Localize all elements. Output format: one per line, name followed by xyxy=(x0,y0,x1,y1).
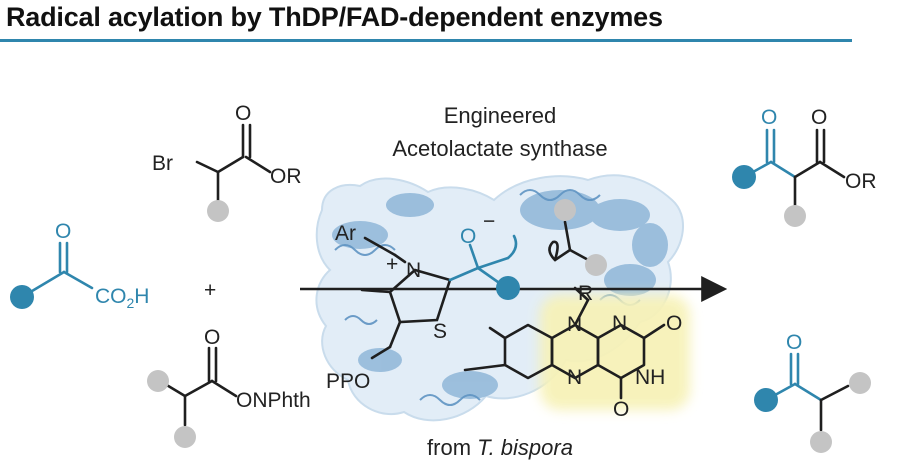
ketoester-alkyl-substituent xyxy=(784,205,806,227)
acyl-substituent xyxy=(496,276,520,300)
ketoester-acyl-substituent xyxy=(732,165,756,189)
fad-n5: N xyxy=(567,366,582,389)
radical-substituent-1 xyxy=(554,199,576,221)
fad-carbonyl-o1: O xyxy=(666,312,682,335)
bromoester-carbonyl-o: O xyxy=(235,102,251,125)
thdp-pyrophosphate: PPO xyxy=(326,370,370,393)
ketoacid-acid: CO2H xyxy=(95,285,149,311)
thdp-cation: + xyxy=(386,253,398,276)
ketoester-ester-o: O xyxy=(811,106,827,129)
substrate-bromoester xyxy=(195,123,272,202)
fad-r-group: R xyxy=(578,282,593,305)
fad-isoalloxazine xyxy=(463,286,666,400)
ketoacid-substituent xyxy=(10,285,34,309)
thdp-aryl: Ar xyxy=(335,222,356,245)
thdp-c2-bond xyxy=(448,266,480,282)
enzyme-source-label: from T. bispora xyxy=(427,435,573,460)
alkoxide-charge: − xyxy=(483,210,495,233)
ketone-substituent-2 xyxy=(849,372,871,394)
plus-sign: + xyxy=(204,279,216,302)
ketoacid-carbonyl-o: O xyxy=(55,220,71,243)
thdp-sulfur: S xyxy=(433,320,447,343)
alkoxide-o: O xyxy=(460,225,476,248)
ketoester-ketone-o: O xyxy=(761,106,777,129)
bromoester-substituent xyxy=(207,200,229,222)
ketone-substituent-1 xyxy=(810,431,832,453)
fad-highlight xyxy=(540,295,690,410)
bromoester-or: OR xyxy=(270,165,302,188)
product-ketoester xyxy=(742,128,846,207)
ketone-acyl-substituent xyxy=(754,388,778,412)
nhpi-leaving-group: ONPhth xyxy=(236,389,311,412)
alkyl-radical xyxy=(548,220,594,264)
title-underline xyxy=(0,39,852,42)
bromoester-halogen: Br xyxy=(152,152,173,175)
fad-n1: N xyxy=(612,312,627,335)
fad-carbonyl-o2: O xyxy=(613,398,629,421)
thdp-nitrogen: N xyxy=(406,259,421,282)
substrate-nhpi-ester xyxy=(158,346,238,427)
enzyme-label-line1: Engineered xyxy=(444,103,557,128)
thdp-thiazolium xyxy=(360,236,452,360)
fad-n10: N xyxy=(567,313,582,336)
ketone-o: O xyxy=(786,331,802,354)
page-title: Radical acylation by ThDP/FAD-dependent … xyxy=(6,2,663,32)
substrate-ketoacid xyxy=(20,241,94,299)
nhpi-carbonyl-o: O xyxy=(204,326,220,349)
product-ketone xyxy=(764,352,850,432)
ketoester-or: OR xyxy=(845,170,877,193)
enzyme-label-line2: Acetolactate synthase xyxy=(392,136,607,161)
nhpi-substituent-1 xyxy=(147,370,169,392)
radical-substituent-2 xyxy=(585,254,607,276)
fad-nh: NH xyxy=(635,366,665,389)
nhpi-substituent-2 xyxy=(174,426,196,448)
